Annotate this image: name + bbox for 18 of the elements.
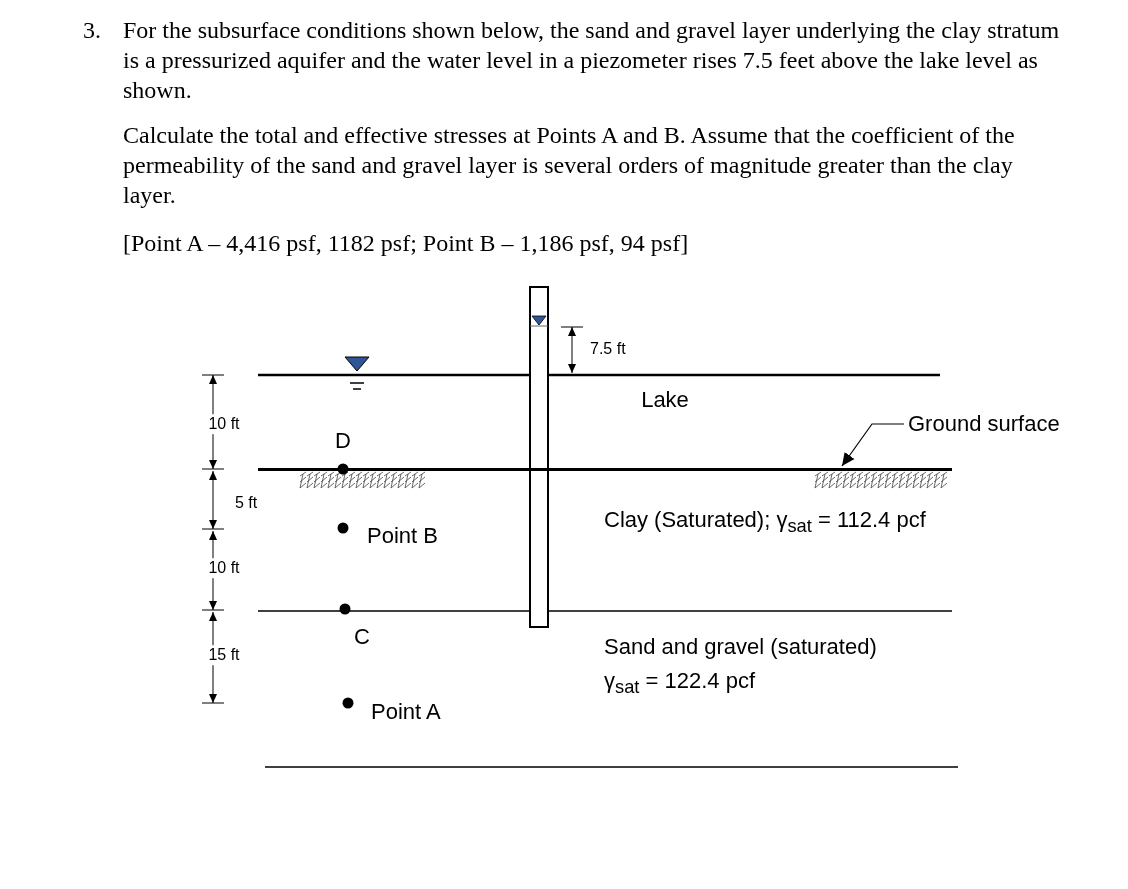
point-label: Point A	[371, 699, 441, 725]
soil-layer-label: Clay (Saturated); γ$_{sat}$ = 112.4 pcf	[604, 507, 926, 537]
unit-weight-label: γ$_{sat}$ = 122.4 pcf	[604, 668, 756, 698]
soil-layer-label: Sand and gravel (saturated)	[604, 634, 877, 660]
point-label: D	[335, 428, 351, 454]
water-body-label: Lake	[641, 387, 689, 413]
question-number: 3.	[83, 16, 101, 45]
ground-surface-line	[258, 468, 952, 471]
instruction-text: Calculate the total and effective stresses at Points A and B. Assume that the coefficient of the permeability of the sand and gravel layer is several orders of magnitude greater than the clay layer.	[123, 121, 1016, 210]
dimension-label: 15 ft	[208, 645, 240, 665]
answer-text: [Point A – 4,416 psf, 1182 psf; Point B – 1,186 psf, 94 psf]	[123, 229, 690, 258]
annotation-label: Ground surface	[908, 411, 1060, 437]
point-label: C	[354, 624, 370, 650]
question-text: For the subsurface conditions shown below, the sand and gravel layer underlying the clay stratum is a pressurized aquifer and the water level in a piezometer rises 7.5 feet above the lake level as shown.	[123, 16, 1061, 105]
point-label: Point B	[367, 523, 438, 549]
dimension-label: 10 ft	[208, 558, 240, 578]
dimension-label: 10 ft	[208, 414, 240, 434]
leader-line	[841, 423, 905, 467]
